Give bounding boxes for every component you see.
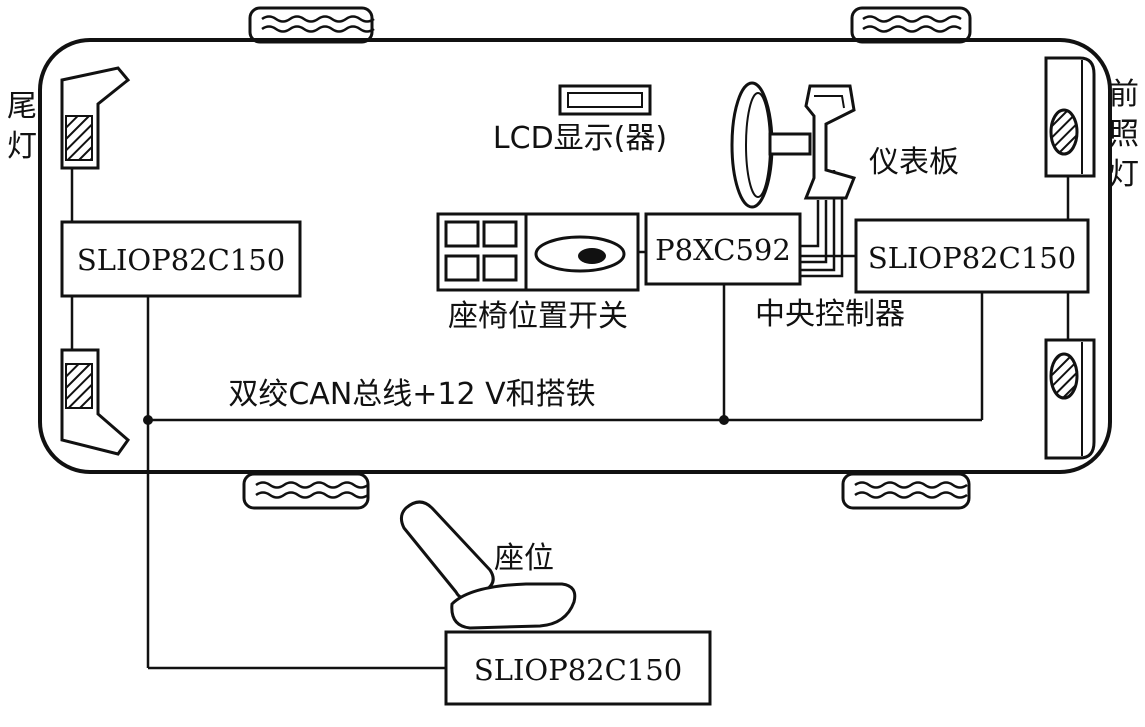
tail-light-label-2: 灯 bbox=[7, 129, 37, 164]
module-right-box bbox=[854, 218, 1090, 294]
head-light-label-2: 照 bbox=[1109, 117, 1139, 152]
car-body-outline bbox=[38, 38, 1112, 474]
dashboard-steering-icon bbox=[730, 81, 857, 209]
tail-light-label-1: 尾 bbox=[7, 89, 37, 124]
module-left-box bbox=[60, 220, 302, 298]
module-center-box bbox=[644, 212, 802, 286]
module-center-label: P8XC592 bbox=[655, 233, 791, 267]
bus-junction-left bbox=[143, 415, 153, 425]
lcd-display-label: LCD显示(器) bbox=[493, 121, 667, 156]
central-controller-label: 中央控制器 bbox=[755, 297, 905, 332]
module-seat-label: SLIOP82C150 bbox=[474, 653, 682, 687]
seat-icon bbox=[399, 500, 577, 630]
wheel-bottom-left bbox=[242, 472, 370, 510]
wheel-top-left bbox=[248, 6, 375, 44]
bus-line-label: 双绞CAN总线+12 V和搭铁 bbox=[228, 377, 595, 412]
head-light-label-3: 灯 bbox=[1109, 157, 1139, 192]
tail-light-lower bbox=[60, 348, 131, 456]
wheel-bottom-right bbox=[841, 472, 971, 510]
module-seat-box bbox=[444, 630, 712, 706]
seat-label: 座位 bbox=[494, 541, 554, 576]
tail-light-upper bbox=[60, 66, 131, 170]
lcd-display-device bbox=[558, 84, 652, 116]
wiring bbox=[70, 168, 1070, 670]
seat-switch-label: 座椅位置开关 bbox=[448, 299, 628, 334]
head-light-lower bbox=[1044, 338, 1096, 460]
head-light-upper bbox=[1044, 56, 1096, 178]
head-light-label-1: 前 bbox=[1109, 77, 1139, 112]
module-right-label: SLIOP82C150 bbox=[868, 241, 1076, 275]
module-left-label: SLIOP82C150 bbox=[77, 243, 285, 277]
dashboard-label: 仪表板 bbox=[869, 145, 959, 180]
bus-junction-center bbox=[719, 415, 729, 425]
seat-switch-device bbox=[436, 212, 640, 292]
wheel-top-right bbox=[850, 6, 972, 44]
